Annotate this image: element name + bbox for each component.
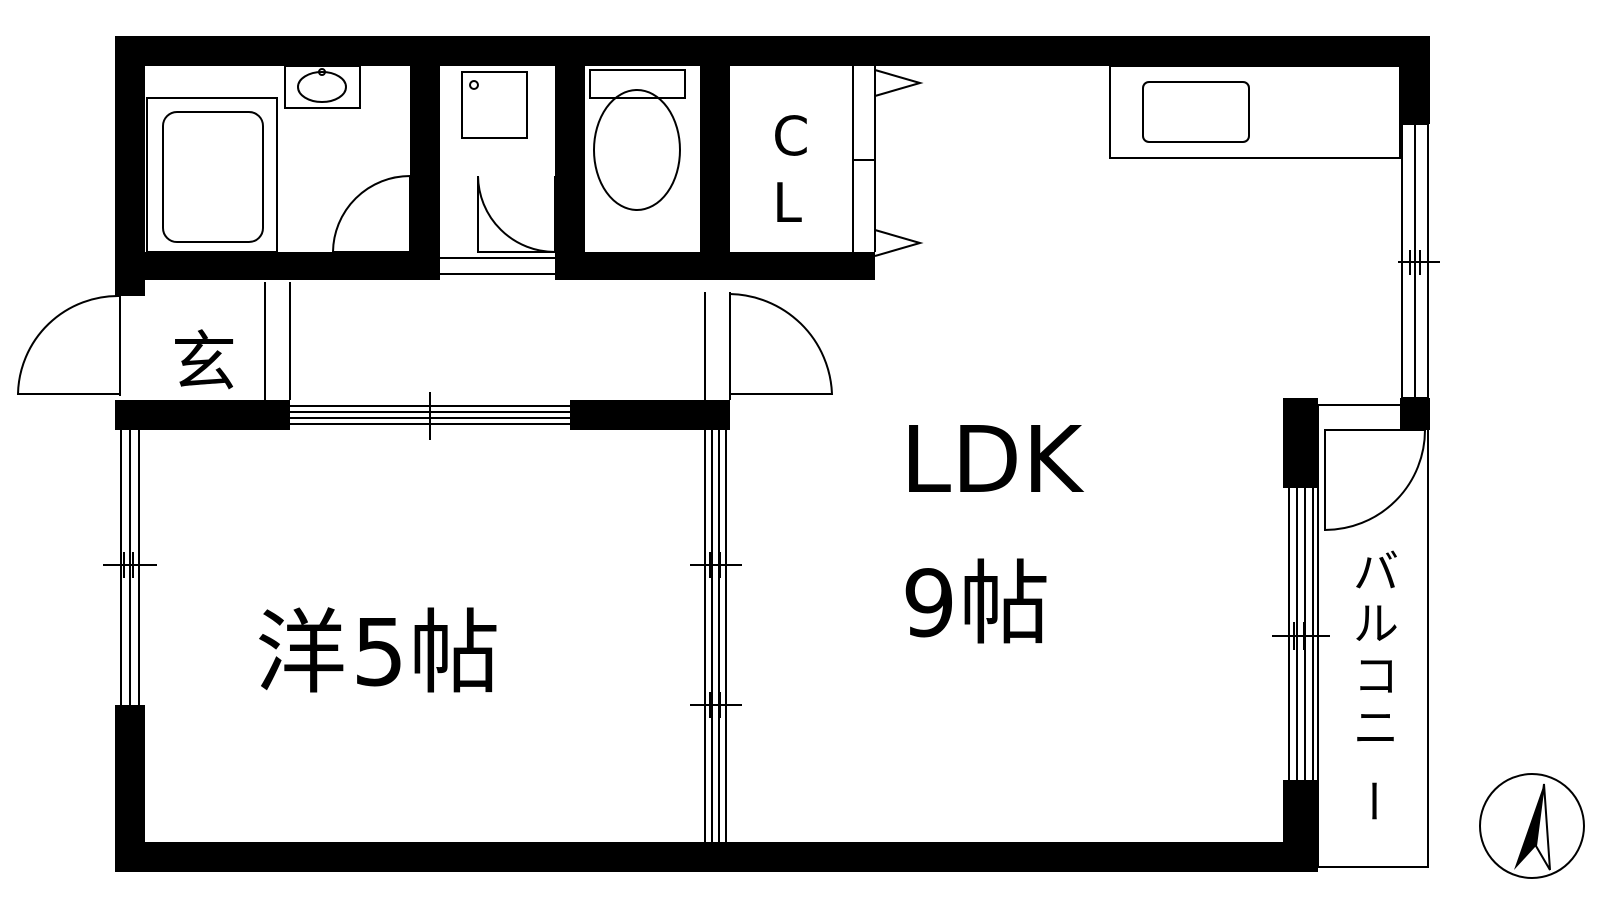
- western-room-label: 洋 5帖: [255, 600, 501, 707]
- balcony-char: ル: [1353, 597, 1399, 651]
- balcony-char: コ: [1353, 649, 1399, 703]
- walls: [115, 36, 1430, 872]
- balcony-char: ー: [1346, 778, 1400, 824]
- closet-label-line1: C: [772, 105, 810, 168]
- balcony-label: バ ル コ ニ ー: [1346, 545, 1400, 824]
- fixtures-and-openings: [16, 65, 1585, 879]
- entrance-label: 玄: [171, 324, 237, 401]
- closet-label-line2: L: [772, 172, 802, 235]
- ldk-room-name: LDK: [900, 407, 1085, 514]
- ldk-room-size: 9帖: [900, 551, 1051, 658]
- north-arrow-icon: [1514, 783, 1551, 871]
- balcony-char: バ: [1353, 545, 1399, 599]
- western-room-size: 5帖: [350, 600, 501, 707]
- western-room-name: 洋: [255, 600, 347, 707]
- balcony-char: ニ: [1353, 701, 1399, 755]
